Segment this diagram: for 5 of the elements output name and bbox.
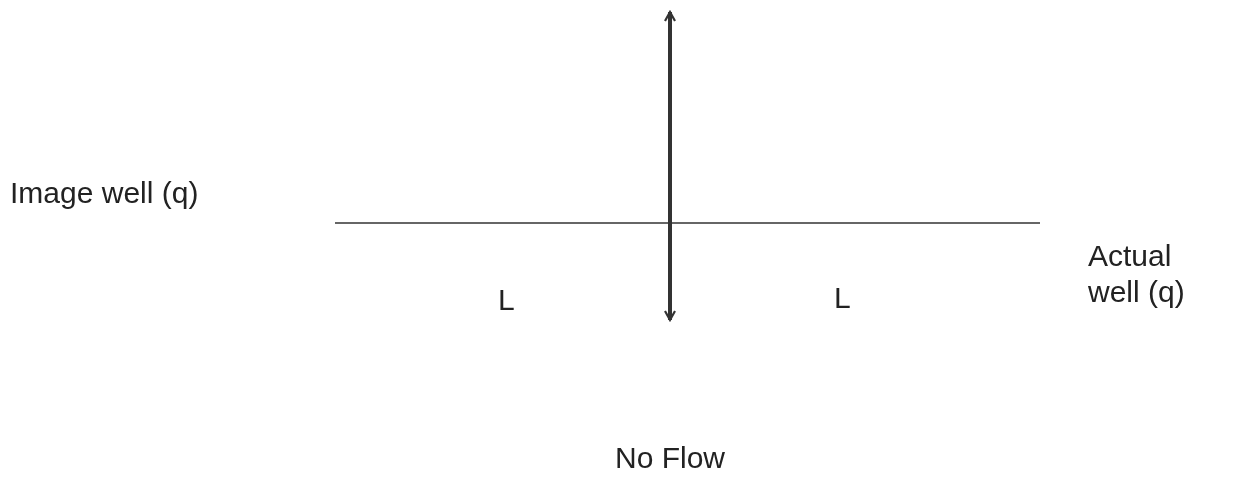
distance-label: L xyxy=(834,280,851,316)
distance-label: L xyxy=(498,282,515,318)
well-label: Image well (q) xyxy=(10,175,199,211)
boundary-label: No Flow xyxy=(614,440,726,476)
well-label: Actual well (q) xyxy=(1088,238,1186,310)
